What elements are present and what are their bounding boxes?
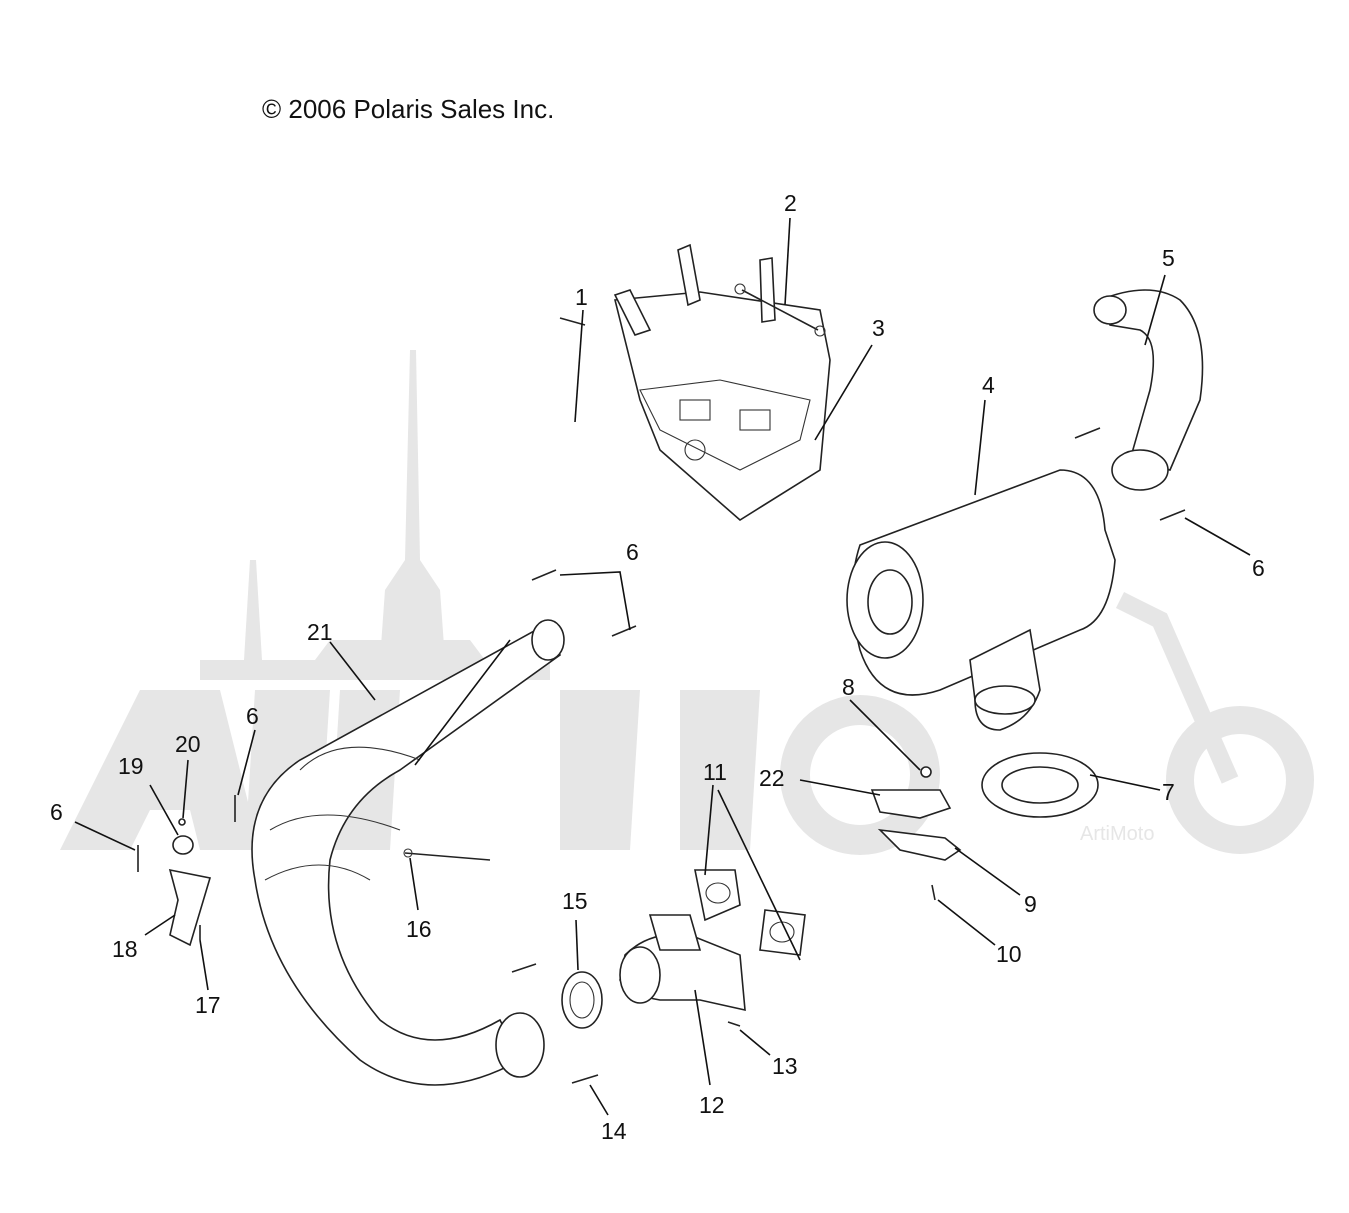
- part-1-bolt: [559, 317, 586, 326]
- callout-10: 10: [996, 941, 1022, 967]
- callouts: 1 2 3 4 5 6 6 6 6 6 7 8 9 10 11 12 13 14…: [50, 190, 1265, 1144]
- part-11-gasket-a: [694, 869, 741, 922]
- part-22-bracket: [870, 789, 952, 819]
- callout-6-far-left: 6: [50, 799, 63, 825]
- spring-6d: [611, 625, 637, 637]
- callout-6-dup: 6: [627, 539, 640, 565]
- spring-6a: [1074, 427, 1101, 439]
- part-4-muffler: [846, 469, 1116, 731]
- callout-19: 19: [118, 753, 144, 779]
- part-15-seal: [561, 971, 603, 1029]
- copyright-text: © 2006 Polaris Sales Inc.: [262, 94, 554, 124]
- part-9-bracket: [877, 828, 962, 861]
- part-8-nut: [920, 766, 932, 778]
- part-16-probe: [403, 848, 491, 861]
- watermark-text: ArtiMoto: [1080, 823, 1154, 845]
- callout-22: 22: [759, 765, 785, 791]
- callout-9: 9: [1024, 891, 1037, 917]
- callout-17: 17: [195, 992, 221, 1018]
- callout-16: 16: [406, 916, 432, 942]
- part-18-bracket: [168, 868, 212, 947]
- part-21-exhaust-pipe: [251, 619, 565, 1086]
- part-3-bracket: [613, 243, 831, 521]
- callout-15: 15: [562, 888, 588, 914]
- part-7-flange: [981, 752, 1099, 818]
- callout-6-left: 6: [246, 703, 259, 729]
- callout-6-upper: 6: [626, 539, 639, 565]
- leader-lines: [74, 217, 1251, 1116]
- callout-2: 2: [784, 190, 797, 216]
- callout-1: 1: [575, 284, 588, 310]
- callout-3: 3: [872, 315, 885, 341]
- callout-11: 11: [703, 759, 727, 785]
- callout-14: 14: [601, 1118, 627, 1144]
- spring-6b: [1159, 509, 1186, 521]
- part-11-gasket-b: [759, 909, 806, 956]
- callout-6-right: 6: [1252, 555, 1265, 581]
- part-19-grommet: [172, 835, 194, 855]
- part-13-bolt: [727, 1021, 741, 1027]
- callout-7: 7: [1162, 779, 1175, 805]
- callout-12: 12: [699, 1092, 725, 1118]
- part-14-spring: [571, 1074, 599, 1084]
- callout-18: 18: [112, 936, 138, 962]
- callout-20: 20: [175, 731, 201, 757]
- part-5-elbow-pipe: [1093, 289, 1204, 491]
- spring-near-15: [511, 963, 537, 973]
- callout-8: 8: [842, 674, 855, 700]
- part-2-spring: [734, 283, 826, 337]
- callout-21: 21: [307, 619, 333, 645]
- callout-5: 5: [1162, 245, 1175, 271]
- callout-13: 13: [772, 1053, 798, 1079]
- part-12-manifold: [619, 914, 746, 1012]
- spring-6c: [531, 569, 557, 581]
- part-20-nut: [178, 818, 186, 826]
- callout-4: 4: [982, 372, 995, 398]
- part-10-bolt: [931, 884, 936, 901]
